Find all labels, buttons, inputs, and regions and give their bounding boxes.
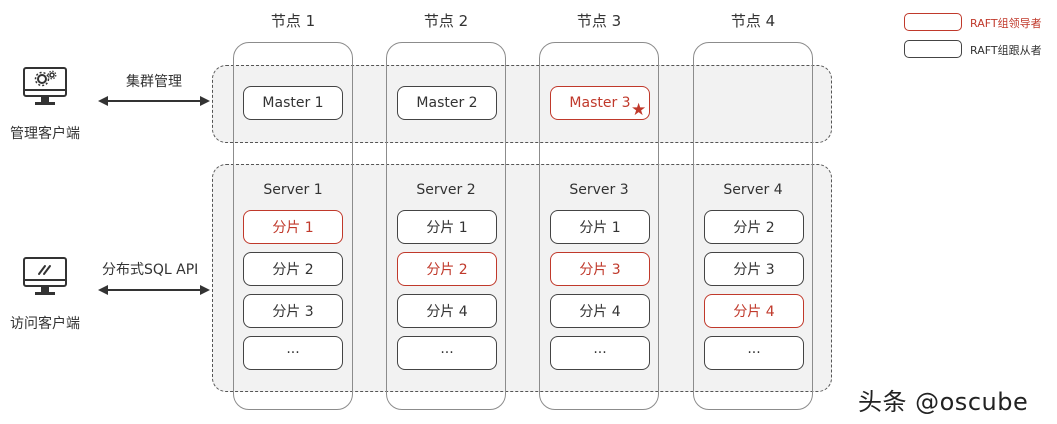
access-client-label: 访问客户端 [10,316,80,332]
node-3-title: 节点 3 [576,12,622,30]
shard-box: ··· [243,336,343,370]
master-3-box: Master 3 [550,86,650,120]
node-3-column [539,42,659,410]
node-4-column [693,42,813,410]
shard-box: 分片 2 [397,252,497,286]
shard-box: 分片 3 [704,252,804,286]
leader-star-icon: ★ [631,100,647,120]
shard-box: 分片 1 [397,210,497,244]
master-1-box: Master 1 [243,86,343,120]
watermark-text: 头条 @oscube [858,388,1029,416]
admin-client-label: 管理客户端 [10,126,80,142]
node-4-title: 节点 4 [730,12,776,30]
node-1-column [233,42,353,410]
shard-box: 分片 4 [704,294,804,328]
node-2-column [386,42,506,410]
shard-box: 分片 2 [243,252,343,286]
master-3-label: Master 3 [569,95,631,111]
server-4-label: Server 4 [723,182,783,198]
shard-box: 分片 4 [550,294,650,328]
shard-box: 分片 2 [704,210,804,244]
node-2-title: 节点 2 [423,12,469,30]
legend-follower-swatch [904,40,962,58]
shard-box: 分片 1 [243,210,343,244]
admin-monitor-icon [23,67,67,105]
server-3-label: Server 3 [569,182,629,198]
shard-box: 分片 1 [550,210,650,244]
shard-box: 分片 3 [550,252,650,286]
admin-arrow [98,96,210,106]
shard-box: 分片 4 [397,294,497,328]
server-1-label: Server 1 [263,182,323,198]
shard-box: ··· [397,336,497,370]
master-2-box: Master 2 [397,86,497,120]
access-monitor-icon [23,257,67,295]
shard-box: ··· [550,336,650,370]
access-arrow [98,285,210,295]
legend-follower-label: RAFT组跟从者 [970,44,1042,57]
node-1-title: 节点 1 [270,12,316,30]
shard-box: 分片 3 [243,294,343,328]
admin-arrow-label: 集群管理 [126,74,182,90]
server-2-label: Server 2 [416,182,476,198]
legend-leader-swatch [904,13,962,31]
shard-box: ··· [704,336,804,370]
legend-leader-label: RAFT组领导者 [970,17,1042,30]
access-arrow-label: 分布式SQL API [102,262,199,278]
